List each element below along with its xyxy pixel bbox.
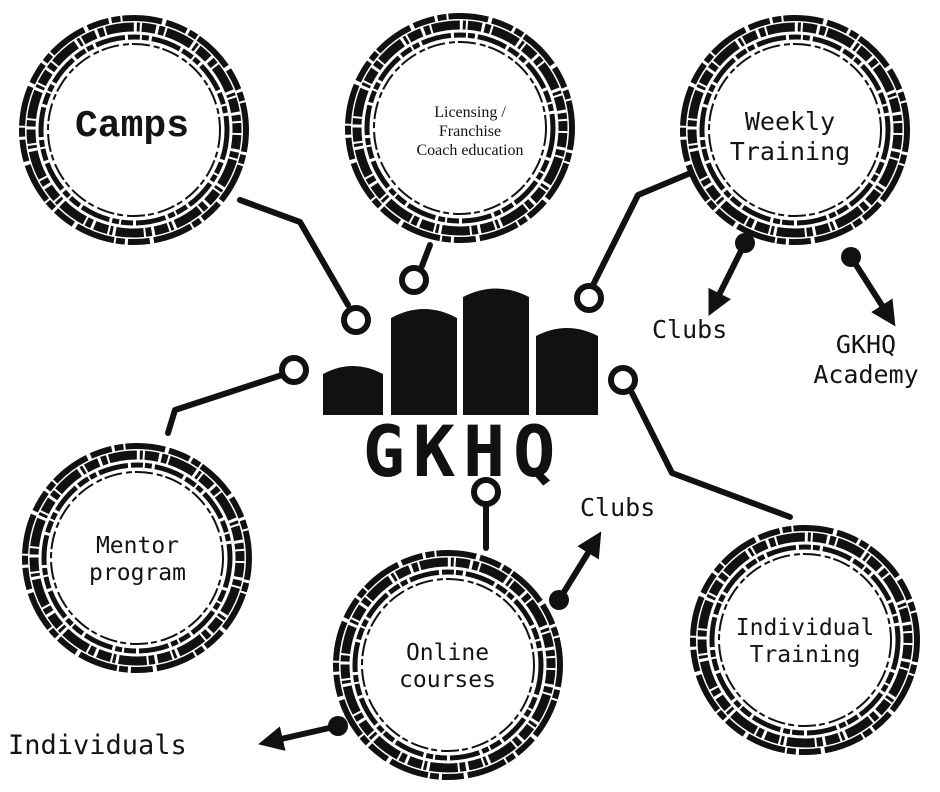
ring-camps	[341, 305, 371, 335]
connector-licensing	[419, 242, 433, 269]
connectors	[165, 169, 793, 551]
dot-online-individuals	[328, 716, 348, 736]
node-licensing-label: Licensing / Franchise Coach education	[370, 104, 570, 161]
arrow-weekly-clubs	[708, 240, 748, 317]
logo-bar-2	[391, 309, 457, 415]
individual-line-2: Training	[749, 642, 861, 669]
circle-mentor-program	[22, 443, 252, 673]
circle-individual-training	[690, 525, 920, 755]
licensing-line-1: Licensing /	[434, 104, 506, 121]
branch-dots	[328, 233, 861, 736]
connector-mentor	[165, 372, 285, 436]
online-line-1: Online	[405, 640, 490, 666]
logo-bar-3	[463, 288, 529, 415]
logo-bar-1	[323, 366, 383, 415]
branch-arrows	[258, 240, 896, 751]
weekly-line-2: Training	[729, 136, 851, 166]
arrow-online-individuals	[258, 723, 341, 751]
ring-individual	[608, 365, 638, 395]
dot-weekly-academy	[841, 247, 861, 267]
node-weekly-training-label: Weekly Training	[710, 107, 870, 166]
branch-online-individuals-label: Individuals	[8, 730, 187, 761]
circle-weekly-training	[680, 15, 910, 245]
individual-line-1: Individual	[735, 615, 875, 641]
node-online-courses-label: Online courses	[360, 640, 535, 694]
arrow-weekly-academy	[848, 254, 896, 327]
academy-line-1: GKHQ	[835, 330, 897, 359]
connector-rings	[279, 265, 638, 507]
mentor-line-2: program	[89, 560, 186, 587]
licensing-line-2: Franchise	[438, 122, 502, 140]
circle-online-courses	[333, 550, 563, 780]
node-individual-training-label: Individual Training	[705, 615, 905, 669]
ring-mentor	[279, 355, 309, 385]
connector-camps	[237, 197, 351, 308]
branch-online-clubs-label: Clubs	[580, 493, 656, 522]
circle-camps	[19, 15, 249, 245]
ring-online	[471, 477, 501, 507]
branch-weekly-clubs-label: Clubs	[652, 315, 728, 344]
dot-weekly-clubs	[735, 233, 755, 253]
connector-individual	[629, 390, 793, 520]
arrow-online-clubs	[556, 531, 602, 603]
mentor-line-1: Mentor	[95, 533, 180, 559]
gkhq-logo-wordmark: GKHQ	[362, 411, 564, 493]
online-line-2: courses	[399, 667, 496, 694]
ring-licensing	[399, 265, 429, 295]
branch-weekly-academy-label: GKHQ Academy	[800, 330, 932, 389]
node-camps-label: Camps	[74, 105, 190, 148]
licensing-line-3: Coach education	[416, 141, 524, 159]
circle-licensing	[345, 13, 575, 243]
dot-online-clubs	[549, 590, 569, 610]
weekly-line-1: Weekly	[744, 107, 836, 136]
academy-line-2: Academy	[813, 359, 919, 389]
node-mentor-program-label: Mentor program	[50, 533, 225, 587]
gkhq-logo-bars	[323, 288, 598, 415]
logo-bar-4	[536, 328, 598, 415]
ring-weekly	[574, 283, 604, 313]
connector-weekly	[589, 169, 696, 290]
